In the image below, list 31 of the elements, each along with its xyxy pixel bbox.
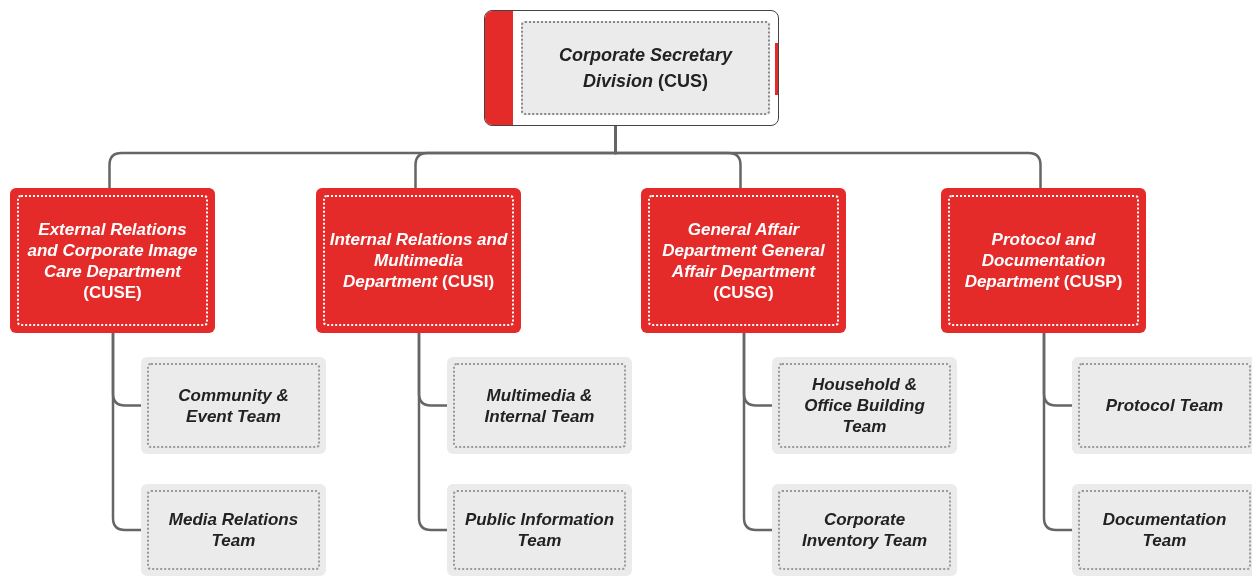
department-box — [10, 188, 215, 333]
department-box — [316, 188, 521, 333]
node-label: Documentation Team — [1101, 509, 1228, 551]
team-box — [1072, 357, 1252, 454]
node-label: Public Information Team — [463, 509, 616, 551]
node-label: Multimedia & Internal Team — [483, 384, 596, 427]
team-box — [1072, 484, 1252, 576]
team-box — [447, 357, 632, 454]
department-box — [941, 188, 1146, 333]
team-box — [772, 484, 957, 576]
node-label: External Relations and Corporate Image Care Department (CUSE) — [26, 218, 199, 303]
node-label: Media Relations Team — [167, 509, 300, 551]
connector-line — [1042, 333, 1072, 532]
team-box — [447, 484, 632, 576]
node-label: Corporate Inventory Team — [801, 509, 928, 551]
node-label: Protocol Team — [1105, 395, 1224, 416]
team-box — [141, 357, 326, 454]
node-label: General Affair Department General Affair Department (CUSG) — [661, 218, 826, 303]
department-box — [641, 188, 846, 333]
team-box — [772, 357, 957, 454]
node-label: Household & Office Building Team — [803, 374, 926, 437]
node-label: Community & Event Team — [177, 384, 290, 427]
team-box — [141, 484, 326, 576]
connector-line — [742, 333, 772, 532]
division-box — [484, 10, 779, 126]
connector-line — [111, 333, 141, 532]
node-label: Corporate Secretary Division (CUS) — [557, 44, 734, 93]
node-label: Protocol and Documentation Department (CUSP) — [963, 229, 1124, 292]
node-label: Internal Relations and Multimedia Department (CUSI) — [329, 229, 508, 292]
connector-line — [417, 333, 447, 532]
connector-line — [614, 126, 1042, 188]
